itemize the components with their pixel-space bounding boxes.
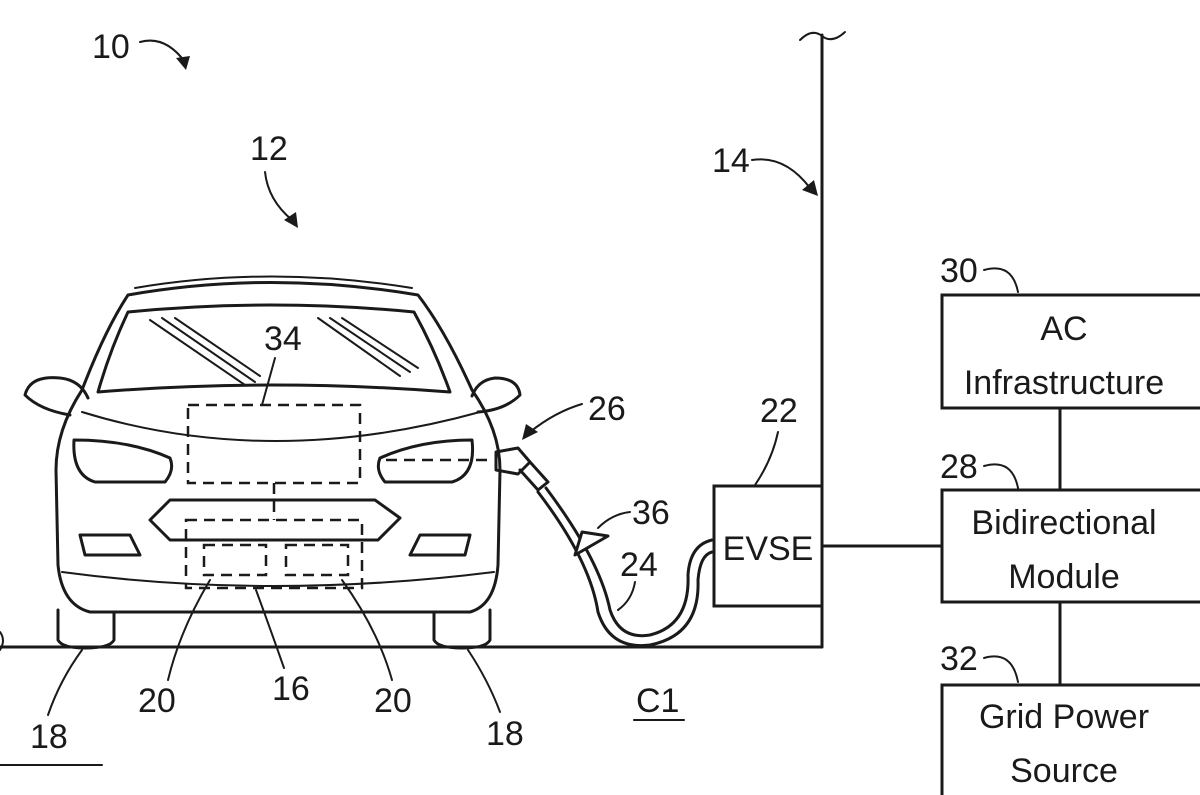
arrowhead-vehicle (284, 212, 298, 228)
ground-left-tick (0, 631, 4, 651)
grid-label-line1: Grid Power (979, 698, 1149, 736)
label-bidir: 28 (940, 448, 978, 486)
leader-battery-pack (255, 589, 285, 669)
roof-line (134, 275, 413, 289)
leader-evse (754, 431, 779, 486)
wiper-left-c (174, 317, 261, 377)
leader-flow (597, 511, 631, 529)
cell-right-box (284, 543, 350, 577)
grid-label-line2: Source (1010, 752, 1118, 790)
battery-pack-box (184, 518, 364, 590)
label-ground-line: 14 (712, 142, 750, 180)
charge-cable-inner (536, 490, 714, 648)
label-controller: 34 (264, 320, 302, 358)
leader-cable (617, 581, 636, 611)
mirror-left (23, 376, 90, 417)
label-wheel-left: 18 (30, 718, 68, 756)
bidir-label-line2: Module (1008, 558, 1120, 596)
leader-port (529, 403, 583, 433)
windshield (96, 303, 452, 394)
wiper-left-a (149, 319, 246, 386)
label-ac: 30 (940, 252, 978, 290)
label-cell-right: 20 (374, 682, 412, 720)
bidirectional-module-box (940, 488, 1200, 604)
ac-label-line1: AC (1040, 310, 1087, 348)
arrowhead-port (522, 424, 538, 440)
label-system: 10 (92, 28, 130, 66)
cell-left-box (202, 543, 268, 577)
upper-grille (148, 498, 402, 542)
hood-line (81, 411, 481, 442)
fog-light-left (78, 533, 142, 557)
charge-cable (544, 486, 714, 638)
ac-infrastructure-box (940, 293, 1200, 410)
leader-controller (261, 357, 276, 406)
label-cable: 24 (620, 546, 658, 584)
wheel-right (432, 608, 492, 650)
leader-wheel-left (47, 649, 83, 716)
ac-label-line2: Infrastructure (964, 364, 1164, 402)
vehicle (23, 275, 522, 650)
evse-box (712, 484, 824, 608)
leader-ac (983, 267, 1019, 293)
leader-grid (983, 655, 1019, 683)
wiper-right-a (317, 317, 401, 377)
label-port: 26 (588, 390, 626, 428)
flow-arrow (573, 530, 610, 557)
leader-ground-line (751, 158, 811, 189)
label-vehicle: 12 (250, 130, 288, 168)
break-mark (799, 31, 846, 41)
mirror-right (470, 376, 522, 414)
wiper-right-b (329, 317, 411, 373)
bidir-label-line1: Bidirectional (971, 504, 1156, 542)
bumper-line (61, 571, 495, 587)
label-cell-left: 20 (138, 682, 176, 720)
charge-connector (494, 446, 532, 476)
leader-bidir (983, 463, 1019, 489)
headlight-right (376, 438, 475, 484)
evse-label: EVSE (723, 530, 814, 568)
leader-vehicle (264, 171, 293, 221)
label-battery-pack: 16 (272, 670, 310, 708)
label-evse: 22 (760, 392, 798, 430)
controller-box (186, 403, 362, 485)
leader-wheel-right (467, 649, 501, 713)
wiper-left-b (161, 317, 256, 383)
arrowhead-system (176, 56, 190, 70)
wiper-right-c (341, 317, 419, 369)
label-circuit: C1 (636, 682, 679, 720)
label-grid: 32 (940, 640, 978, 678)
vehicle-body (54, 281, 502, 614)
leader-cell-left (167, 579, 211, 681)
wheel-left (56, 608, 116, 650)
headlight-left (72, 438, 174, 484)
arrowhead-ground-line (802, 180, 818, 196)
connector-handle (518, 460, 550, 492)
leader-cell-right (341, 579, 393, 681)
label-flow: 36 (632, 494, 670, 532)
fog-light-right (408, 533, 472, 557)
label-wheel-right: 18 (486, 715, 524, 753)
grid-power-source-box (940, 683, 1200, 795)
